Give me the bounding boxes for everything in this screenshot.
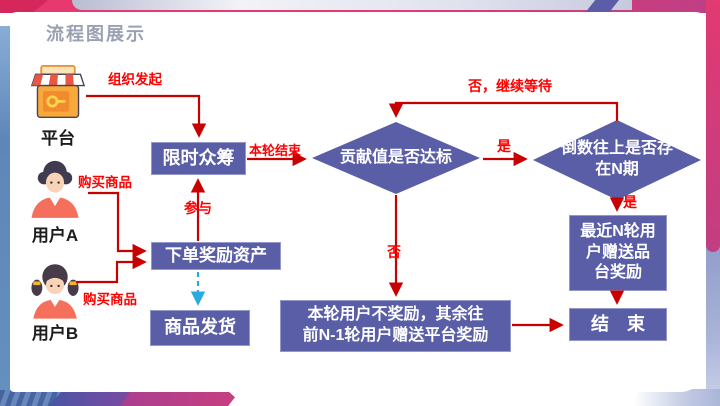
label-organize: 组织发起 — [108, 72, 162, 87]
top-silver-bar — [72, 0, 632, 10]
user-a-avatar-icon — [31, 160, 79, 218]
bottom-right-lavender-shape — [633, 389, 720, 406]
user-b-avatar-icon — [31, 264, 79, 319]
label-yes-2: 是 — [623, 194, 637, 210]
top-left-wedge — [0, 0, 48, 13]
bottom-magenta-shape — [120, 390, 235, 406]
label-no-continue-wait: 否，继续等待 — [468, 78, 552, 94]
right-lavender-band — [706, 238, 720, 406]
node-end: 结 束 — [569, 308, 667, 341]
node-limited-time-crowdfunding: 限时众筹 — [151, 142, 246, 175]
storefront-icon — [30, 65, 86, 118]
page-title: 流程图展示 — [46, 24, 146, 44]
node-order-reward-assets: 下单奖励资产 — [151, 242, 281, 270]
label-round-end: 本轮结束 — [249, 143, 302, 158]
label-participate: 参与 — [184, 200, 212, 216]
node-recent-n-rounds-reward: 最近N轮用 户赠送品 台奖励 — [569, 215, 667, 291]
node-no-reward-this-round: 本轮用户不奖励，其余往 前N-1轮用户赠送平台奖励 — [280, 300, 511, 352]
top-purple-wedge — [585, 0, 619, 13]
left-blue-band — [0, 26, 10, 406]
user-b-label: 用户B — [31, 324, 79, 343]
label-no-branch: 否 — [387, 244, 401, 260]
label-buy-goods-b: 购买商品 — [83, 292, 137, 307]
label-yes-1: 是 — [497, 138, 511, 154]
right-pink-band — [706, 0, 720, 252]
user-a-label: 用户A — [31, 226, 79, 245]
label-buy-goods-a: 购买商品 — [78, 175, 132, 190]
platform-label: 平台 — [41, 129, 75, 148]
node-goods-shipped: 商品发货 — [150, 310, 250, 346]
